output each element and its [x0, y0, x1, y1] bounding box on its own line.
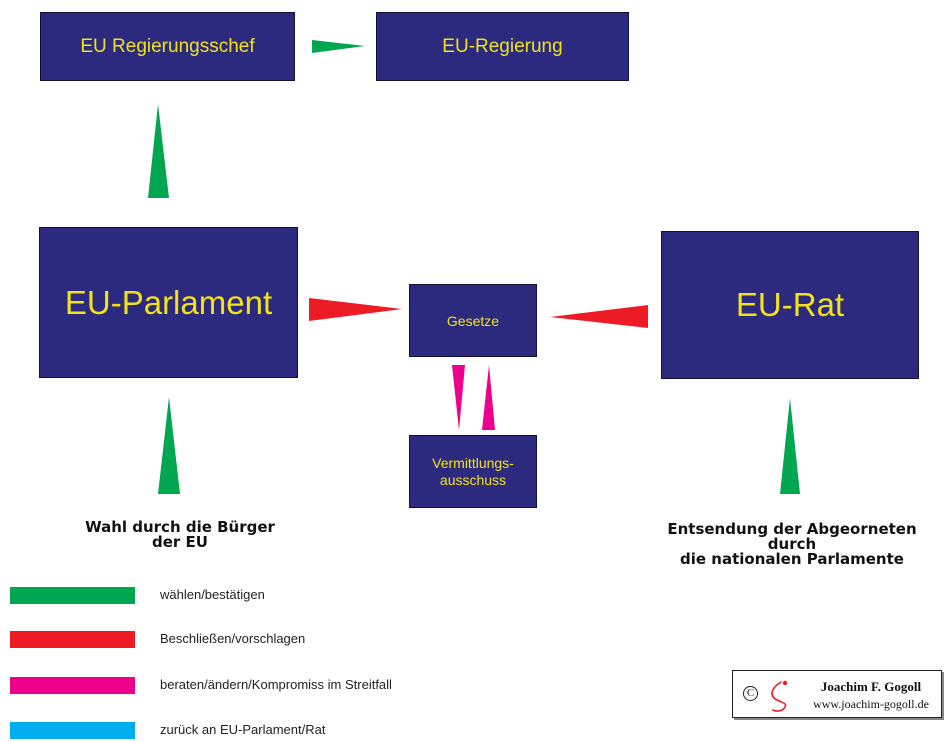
arrow-buerger-to-parlament: [158, 397, 180, 494]
caption-entsendung: Entsendung der Abgeorneten durch die nat…: [667, 520, 917, 568]
copyright-box: C Joachim F. Gogoll www.joachim-gogoll.d…: [732, 670, 942, 718]
author-url: www.joachim-gogoll.de: [813, 697, 929, 711]
signature-logo-icon: [771, 680, 788, 712]
legend-label: beraten/ändern/Kompromiss im Streitfall: [160, 677, 392, 692]
node-label: EU-Regierung: [442, 35, 563, 57]
legend-item: wählen/bestätigen: [10, 587, 490, 607]
node-gesetze: Gesetze: [409, 284, 537, 357]
legend-item: Beschließen/vorschlagen: [10, 631, 490, 651]
arrow-vermittlung-to-gesetze: [482, 365, 495, 430]
copyright-icon: C: [743, 686, 758, 701]
arrow-rat-to-gesetze: [550, 305, 648, 328]
arrow-gesetze-to-parlament: [309, 298, 402, 321]
legend-swatch-magenta: [10, 677, 135, 694]
legend-swatch-red: [10, 631, 135, 648]
legend-label: Beschließen/vorschlagen: [160, 631, 306, 646]
legend-item: zurück an EU-Parlament/Rat: [10, 722, 490, 742]
legend-swatch-blue: [10, 722, 135, 739]
arrow-national-to-rat: [780, 398, 800, 494]
caption-wahl-buerger: Wahl durch die Bürger der EU: [85, 518, 275, 551]
node-vermittlungsausschuss: Vermittlungs- ausschuss: [409, 435, 537, 508]
node-eu-regierungschef: EU Regierungsschef: [40, 12, 295, 81]
node-eu-rat: EU-Rat: [661, 231, 919, 379]
arrow-parlament-to-regchef: [148, 104, 169, 198]
node-label: Gesetze: [446, 312, 500, 329]
node-label: EU-Parlament: [64, 283, 273, 321]
node-eu-parlament: EU-Parlament: [39, 227, 298, 378]
legend-label: zurück an EU-Parlament/Rat: [160, 722, 326, 737]
legend-swatch-green: [10, 587, 135, 604]
node-label: EU Regierungsschef: [80, 35, 255, 57]
node-label: EU-Rat: [735, 286, 845, 323]
node-eu-regierung: EU-Regierung: [376, 12, 629, 81]
author-name: Joachim F. Gogoll: [820, 679, 922, 694]
arrow-regchef-to-regierung: [312, 40, 365, 53]
node-label: Vermittlungs- ausschuss: [432, 455, 514, 488]
arrow-gesetze-to-vermittlung: [452, 365, 465, 430]
legend-label: wählen/bestätigen: [160, 587, 265, 602]
legend-item: beraten/ändern/Kompromiss im Streitfall: [10, 677, 490, 697]
